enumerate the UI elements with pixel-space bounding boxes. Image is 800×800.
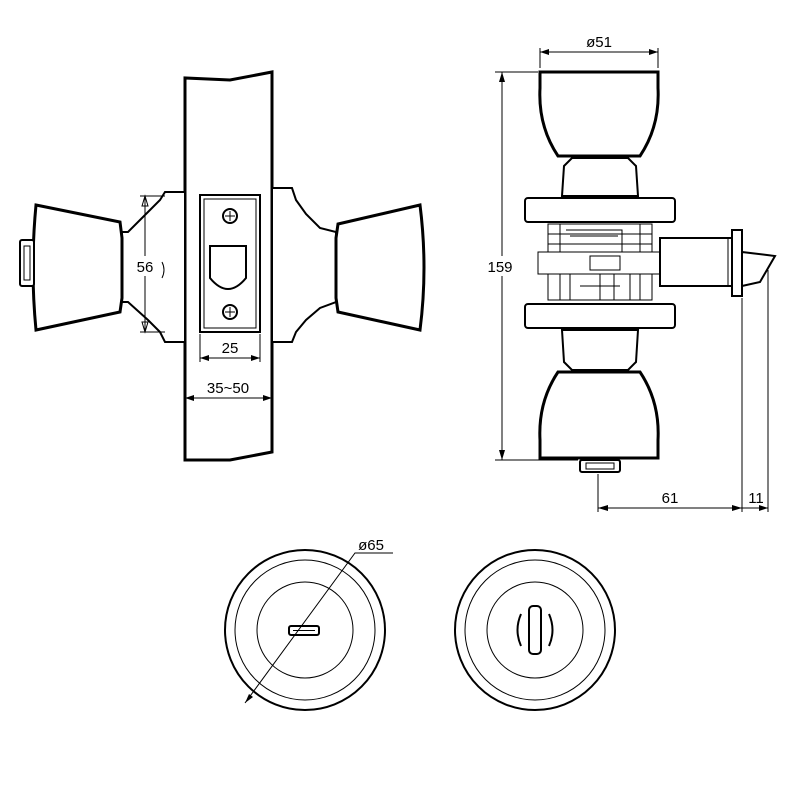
dim-35-50-label: 35~50 (207, 380, 249, 397)
screw-top-icon (222, 208, 238, 224)
dim-11-label: 11 (748, 490, 764, 507)
dim-56-label: 56 (137, 259, 154, 276)
top-knob (538, 70, 660, 158)
right-knob (334, 203, 426, 332)
dim-61: 61 (597, 298, 743, 512)
dim-25: 25 (199, 334, 261, 362)
dim-61-label: 61 (662, 490, 679, 507)
screw-bottom-icon (222, 304, 238, 320)
latch-bolt-hole (209, 245, 247, 290)
dim-35-50: 35~50 (185, 380, 272, 401)
latch-bolt (659, 237, 737, 287)
right-rosette (271, 187, 337, 343)
dim-51: ø51 (539, 34, 659, 68)
dim-11: 11 (742, 270, 769, 512)
faceplate-inner (203, 198, 257, 329)
left-turn-button-inner (23, 245, 31, 281)
dim-159-label: 159 (487, 259, 512, 276)
outside-rosette: ø65 (224, 537, 393, 711)
emergency-slot-icon (288, 625, 320, 636)
front-view: 56 25 35~50 (19, 70, 426, 462)
dim-56: 56 (132, 194, 165, 334)
side-view: ø51 159 61 11 (480, 34, 777, 512)
inside-rosette (454, 549, 616, 711)
bottom-rosette (524, 303, 676, 329)
dim-65: ø65 (244, 537, 393, 704)
dim-159: 159 (480, 71, 578, 461)
dim-51-label: ø51 (586, 34, 612, 51)
left-turn-button (19, 239, 35, 287)
bottom-neck (560, 329, 640, 371)
bottom-knob (538, 370, 660, 460)
dim-65-label: ø65 (358, 537, 384, 554)
left-knob (31, 203, 124, 332)
top-neck (560, 157, 640, 197)
latch-bevel (741, 250, 777, 288)
small-latch-icon (161, 261, 165, 279)
thumb-turn-icon (516, 605, 554, 655)
dim-25-label: 25 (222, 340, 239, 357)
top-rosette (524, 197, 676, 223)
